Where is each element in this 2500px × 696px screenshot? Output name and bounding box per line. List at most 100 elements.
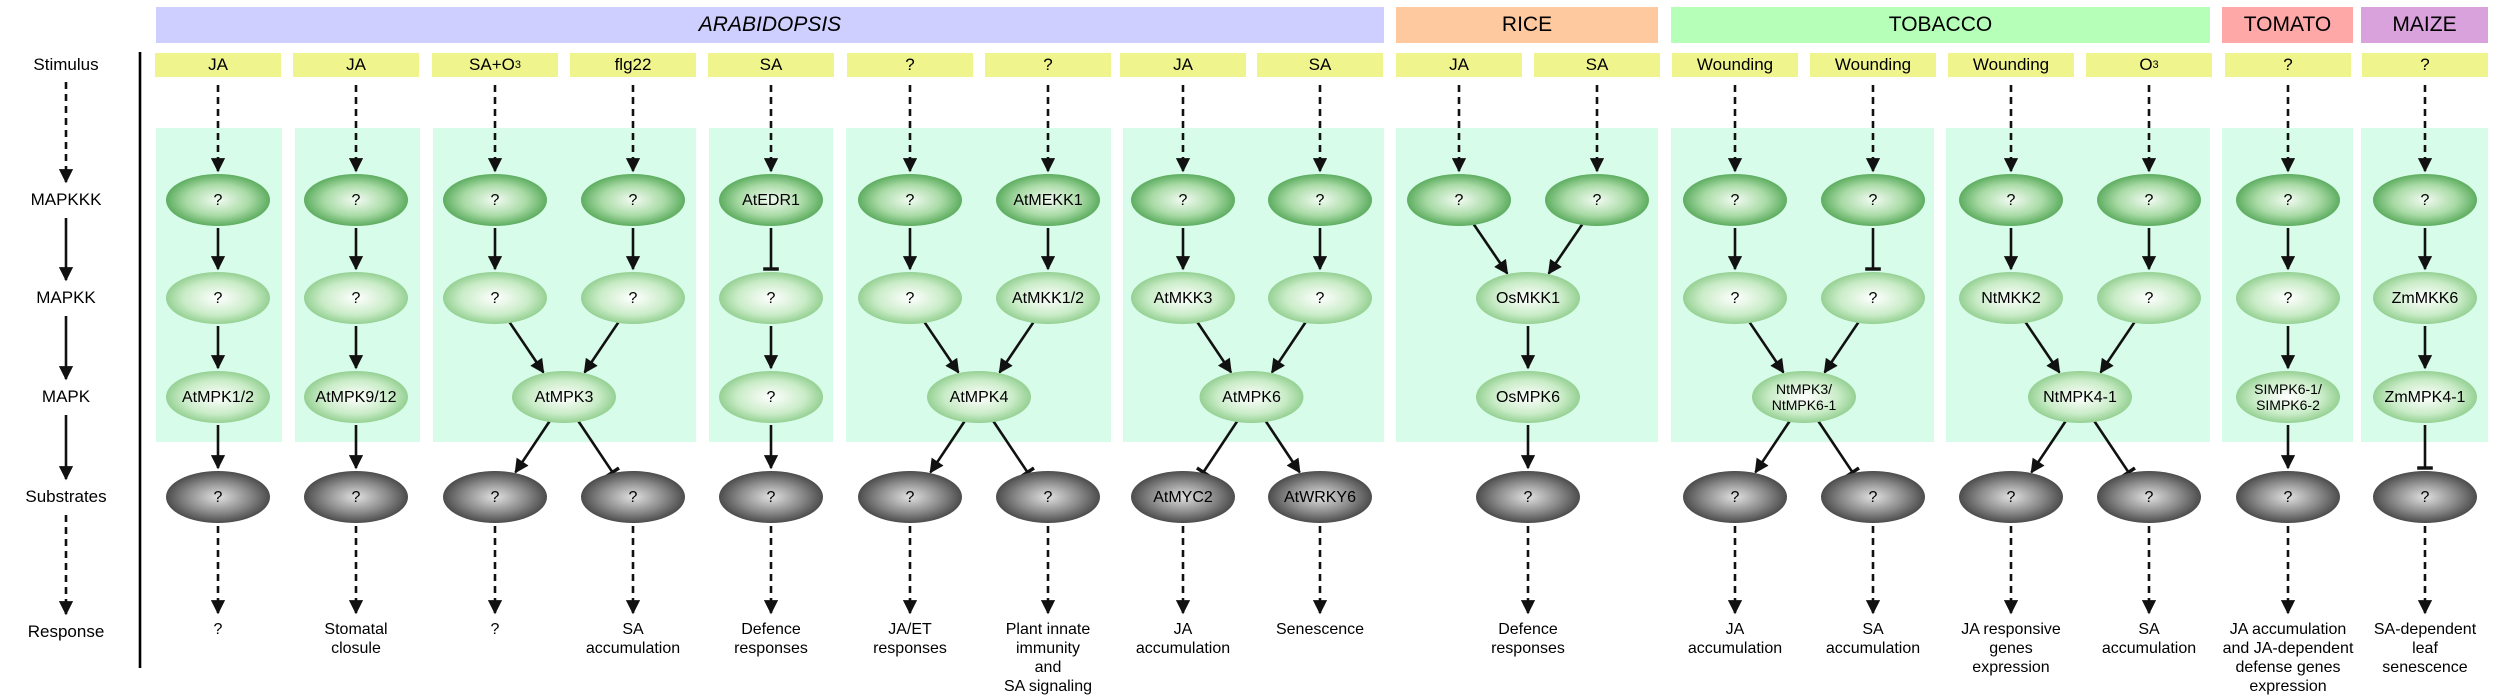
substrate-node bbox=[996, 471, 1100, 523]
response-text: JA/ET responses bbox=[873, 621, 947, 657]
mapkkk-node bbox=[443, 174, 547, 226]
mapkk-node-label: ? bbox=[1868, 289, 1878, 307]
mapkk-node-label: NtMKK2 bbox=[1981, 289, 2041, 307]
mapkk-node-label: AtMKK1/2 bbox=[1011, 289, 1085, 307]
mapkkk-node-label: ? bbox=[1592, 191, 1602, 209]
substrate-node bbox=[1959, 471, 2063, 523]
row-label-response: Response bbox=[27, 622, 105, 641]
mapkkk-node-label: ? bbox=[351, 191, 361, 209]
mapkkk-node bbox=[1821, 174, 1925, 226]
stimulus-label: Wounding bbox=[1696, 55, 1774, 74]
mapkkk-node-label: ? bbox=[2144, 191, 2154, 209]
substrate-node bbox=[1131, 471, 1235, 523]
substrate-node-label: ? bbox=[766, 488, 776, 506]
stimulus-label: flg22 bbox=[614, 55, 652, 74]
stimulus-label: ? bbox=[2283, 55, 2293, 74]
mapkkk-node bbox=[858, 174, 962, 226]
mapkkk-node-label: ? bbox=[628, 191, 638, 209]
cascade-arrow bbox=[2030, 417, 2069, 474]
substrate-node-label: ? bbox=[1043, 488, 1053, 506]
stimulus-box bbox=[1810, 53, 1936, 77]
mapkkk-node bbox=[996, 174, 1100, 226]
species-title-maize: MAIZE bbox=[2392, 13, 2457, 36]
mapk-node bbox=[2373, 371, 2477, 423]
mapkkk-node bbox=[304, 174, 408, 226]
cascade-arrow bbox=[1270, 318, 1309, 374]
mapkk-node-label: ? bbox=[766, 289, 776, 307]
stimulus-label: ? bbox=[1043, 55, 1053, 74]
species-header-maize bbox=[2361, 7, 2488, 43]
mapkkk-node bbox=[1268, 174, 1372, 226]
response-text: ? bbox=[213, 621, 223, 638]
substrate-node-rice-label: ? bbox=[1523, 488, 1533, 506]
stimulus-box bbox=[1534, 53, 1660, 77]
stimulus-box bbox=[2362, 53, 2488, 77]
mapkk-node-label: ? bbox=[628, 289, 638, 307]
mapkkk-node bbox=[1407, 174, 1511, 226]
cascade-arrow bbox=[1746, 318, 1785, 374]
cascade-arrow bbox=[1195, 417, 1241, 478]
stimulus-label: Wounding bbox=[1834, 55, 1912, 74]
cascade-arrow bbox=[575, 417, 620, 479]
stimulus-box bbox=[432, 53, 558, 77]
substrate-node-label: ? bbox=[351, 488, 361, 506]
mapkkk-node-label: ? bbox=[905, 191, 915, 209]
mapkk-node bbox=[581, 272, 685, 324]
mapkkk-node bbox=[2097, 174, 2201, 226]
mapkk-node-label: ? bbox=[1730, 289, 1740, 307]
mapkk-node bbox=[996, 272, 1100, 324]
cascade-arrow bbox=[921, 318, 960, 374]
stimulus-label: JA bbox=[346, 55, 366, 74]
substrate-node-label: ? bbox=[905, 488, 915, 506]
substrate-node bbox=[719, 471, 823, 523]
substrate-node bbox=[443, 471, 547, 523]
response-text: JA responsive genes expression bbox=[1961, 621, 2061, 676]
cascade-arrow bbox=[1194, 318, 1233, 374]
response-text: Defence responses bbox=[734, 621, 808, 657]
mapk-node bbox=[304, 371, 408, 423]
response-text: SA accumulation bbox=[585, 621, 681, 657]
mapkk-node bbox=[2097, 272, 2201, 324]
stimulus-label: JA bbox=[1449, 55, 1469, 74]
substrate-node bbox=[2097, 471, 2201, 523]
response-text: Plant innate immunity and SA signaling bbox=[1003, 621, 1093, 695]
cascade-arrow bbox=[514, 417, 553, 474]
row-label-substrates: Substrates bbox=[25, 487, 107, 506]
stimulus-box bbox=[1120, 53, 1246, 77]
stimulus-label: Wounding bbox=[1972, 55, 2050, 74]
cascade-arrow bbox=[506, 318, 545, 374]
cascade-arrow bbox=[1815, 417, 1860, 479]
mapkk-node-label: ZmMKK6 bbox=[2391, 289, 2459, 307]
mapkk-node bbox=[304, 272, 408, 324]
substrate-node bbox=[2373, 471, 2477, 523]
stimulus-box bbox=[1257, 53, 1383, 77]
mapkkk-node bbox=[2373, 174, 2477, 226]
substrate-node-rice bbox=[1476, 471, 1580, 523]
stimulus-label: JA bbox=[1173, 55, 1193, 74]
mapkk-node-label: AtMKK3 bbox=[1153, 289, 1213, 307]
mapkkk-node bbox=[719, 174, 823, 226]
mapkk-node bbox=[166, 272, 270, 324]
mapk-node bbox=[166, 371, 270, 423]
mapkkk-node bbox=[1959, 174, 2063, 226]
mapkkk-node bbox=[1545, 174, 1649, 226]
response-text: SA accumulation bbox=[2101, 621, 2197, 657]
mapk-node-atmpk3-label: AtMPK3 bbox=[534, 388, 594, 406]
cascade-arrow bbox=[1470, 220, 1509, 275]
mapkk-node-label: ? bbox=[351, 289, 361, 307]
species-title-tobacco: TOBACCO bbox=[1888, 13, 1993, 36]
stimulus-box bbox=[847, 53, 973, 77]
row-label-mapkk: MAPKK bbox=[36, 288, 96, 307]
stimulus-label: JA bbox=[208, 55, 228, 74]
mapkkk-node-label: ? bbox=[490, 191, 500, 209]
mapk-node-ntmpk4-label: NtMPK4-1 bbox=[2043, 388, 2117, 406]
substrate-node bbox=[581, 471, 685, 523]
stimulus-box bbox=[293, 53, 419, 77]
substrate-node bbox=[1821, 471, 1925, 523]
cascade-arrow bbox=[990, 417, 1035, 479]
cascade-arrow bbox=[2022, 318, 2061, 374]
mapkk-node bbox=[1821, 272, 1925, 324]
mapk-node-label: ? bbox=[766, 388, 776, 406]
mapkkk-node bbox=[2236, 174, 2340, 226]
